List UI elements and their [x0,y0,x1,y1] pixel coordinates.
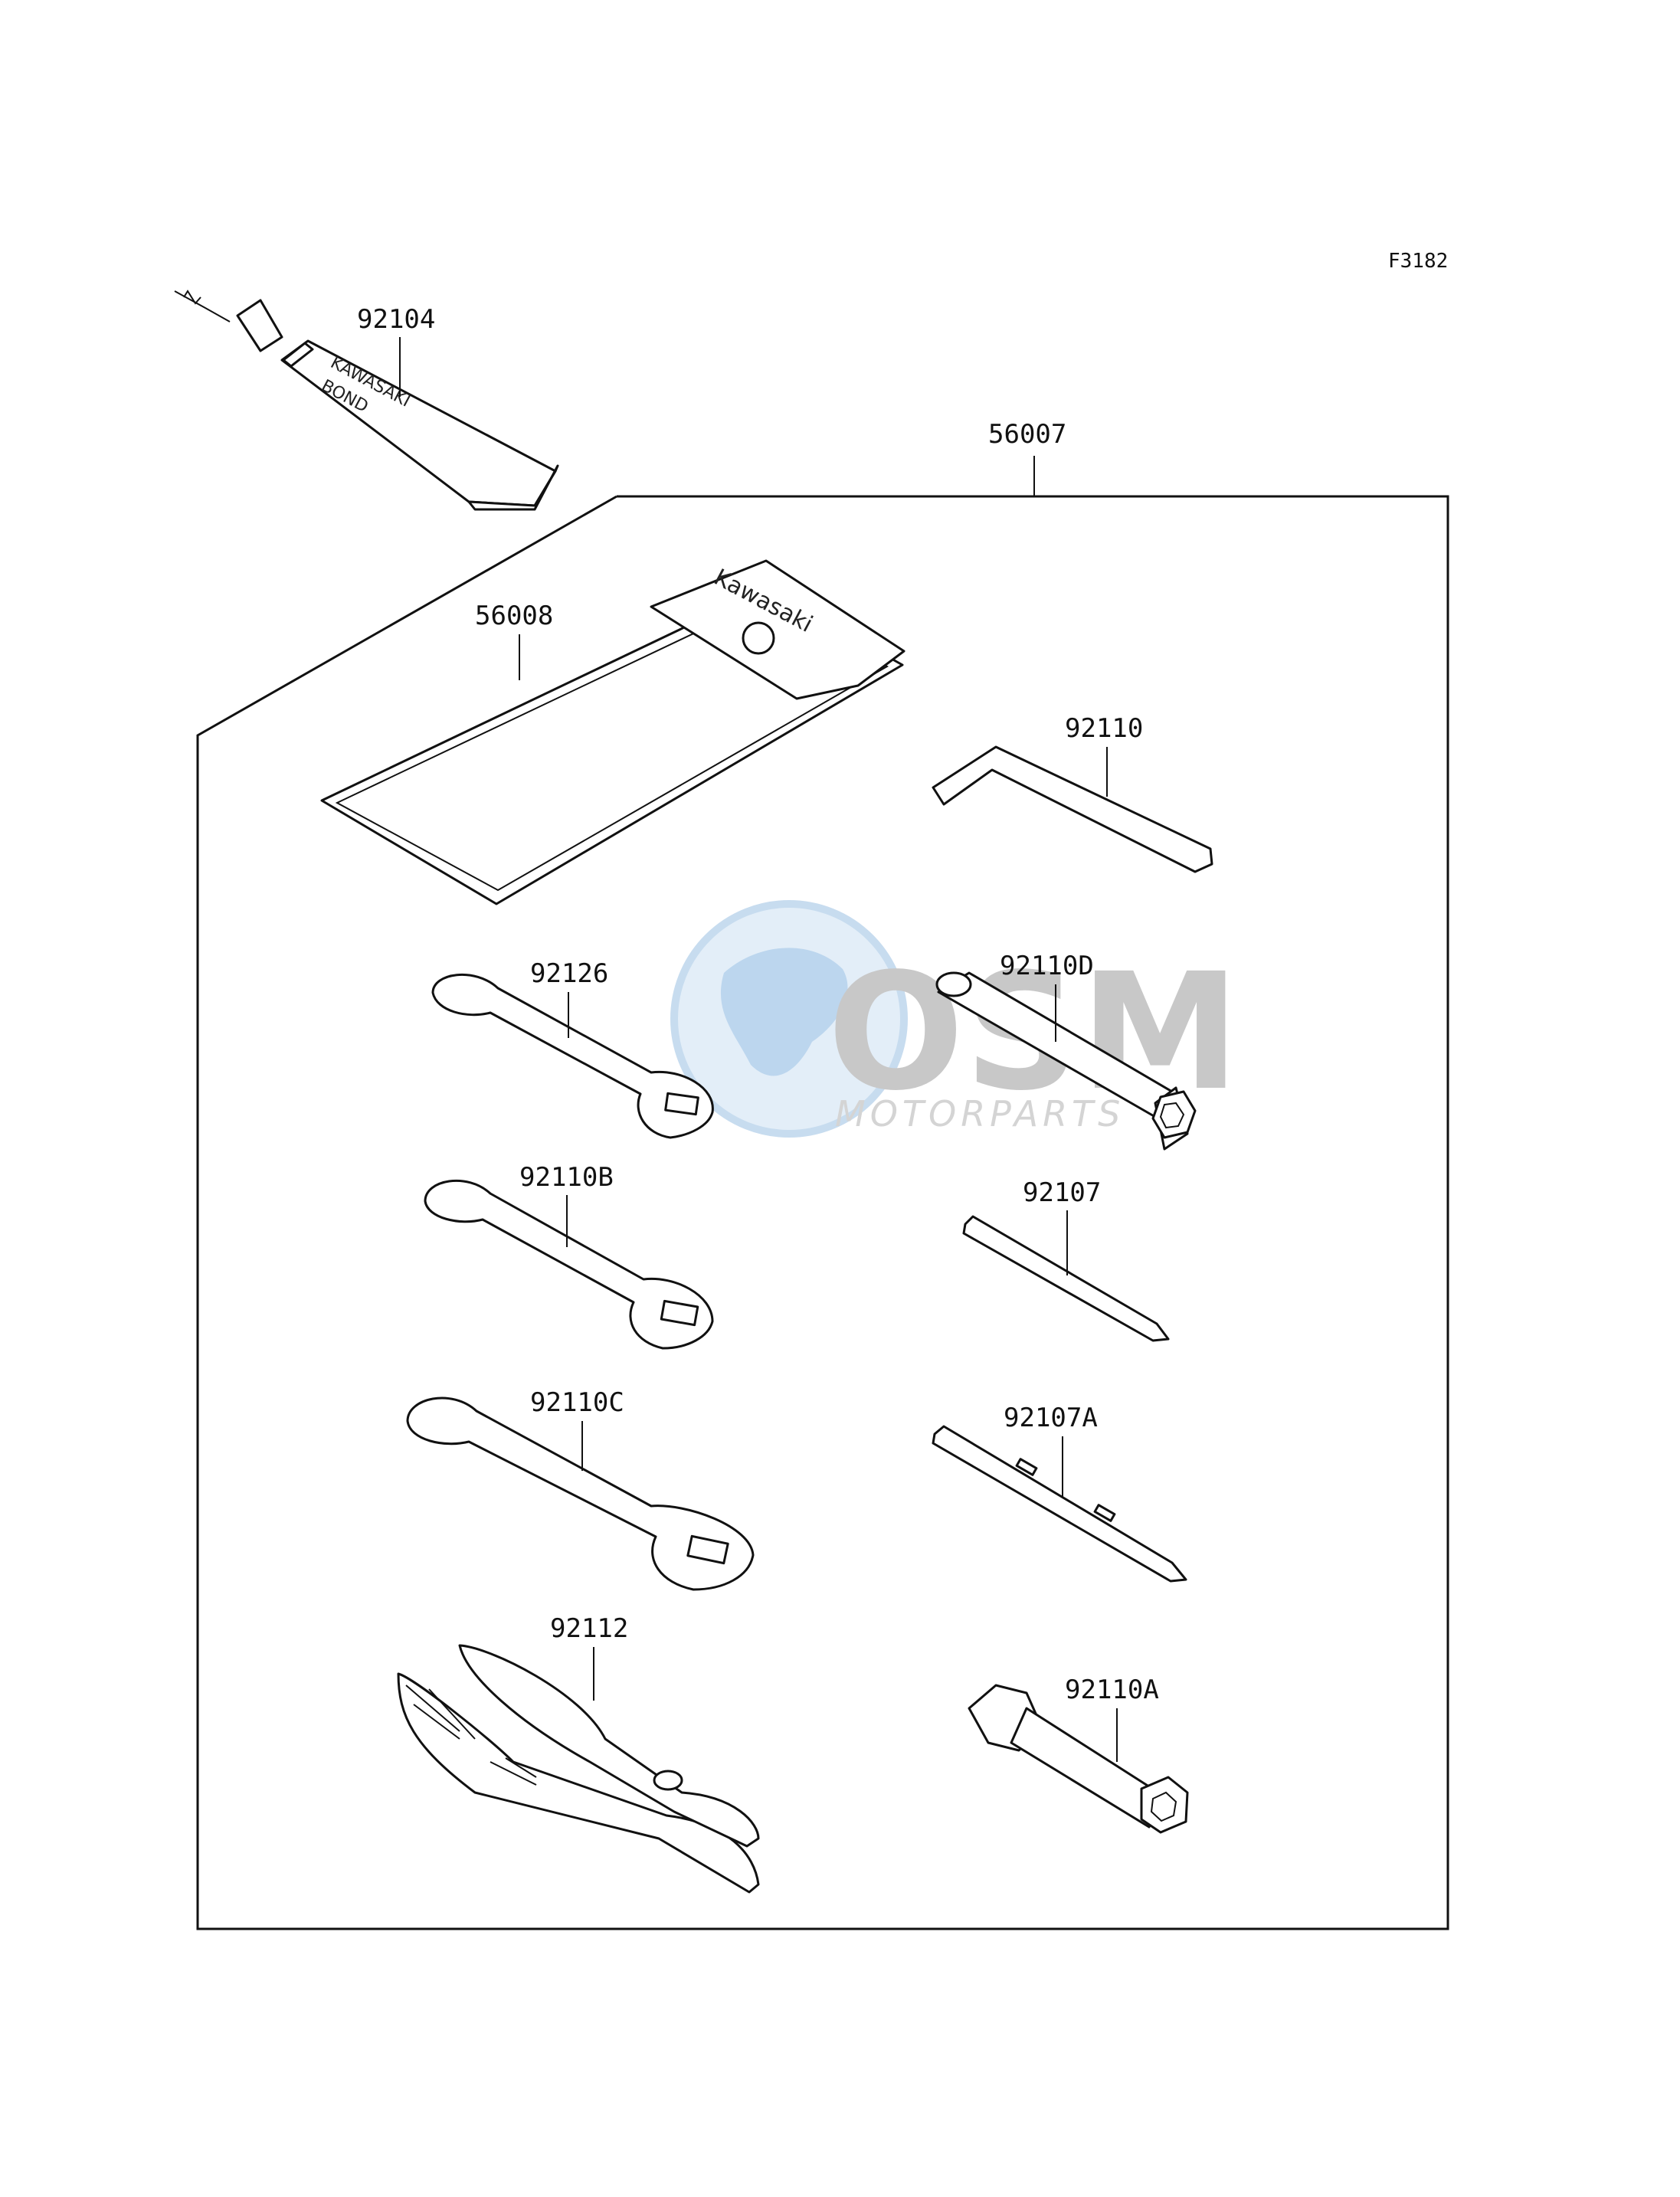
hex-key-92110 [932,745,1213,873]
wrench-92110C [406,1396,755,1591]
part-label-92112: 92112 [550,1613,628,1644]
part-label-92107A: 92107A [1004,1403,1098,1433]
part-label-92110B: 92110B [519,1162,614,1193]
part-label-92110D: 92110D [1000,951,1094,981]
figure-code: F3182 [1388,250,1448,273]
watermark-sub: MOTORPARTS [835,1093,1125,1135]
leader-lines [399,337,1118,1762]
part-label-92110A: 92110A [1065,1675,1159,1705]
part-label-92126: 92126 [530,958,608,989]
kit-outline [196,495,1449,1930]
kit-label-56007: 56007 [988,419,1066,450]
pliers-92112 [397,1644,760,1894]
osm-watermark-logo: OSM MOTORPARTS [670,900,1240,1138]
box-wrench-92110D [935,971,1197,1151]
screwdriver-bit-92107 [962,1215,1170,1342]
part-label-92107: 92107 [1023,1177,1101,1208]
part-label-92104: 92104 [357,304,435,335]
part-label-92110C: 92110C [530,1387,624,1418]
wrench-92110B [424,1179,714,1350]
part-label-56008: 56008 [475,601,553,631]
part-label-92110: 92110 [1065,713,1143,744]
plug-wrench-92110A [968,1684,1189,1834]
wrench-92126 [431,973,714,1139]
screwdriver-bit-92107A [932,1425,1187,1583]
tool-pouch-56008: Kawasaki [320,559,905,905]
